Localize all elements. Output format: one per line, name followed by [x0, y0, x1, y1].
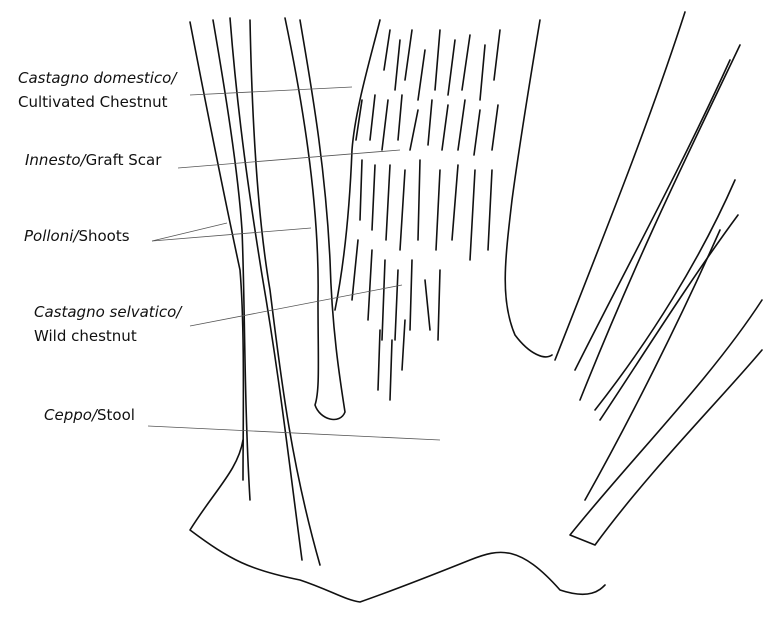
label-graft-scar: Innesto/Graft Scar — [25, 148, 161, 172]
leader-shoots-a — [151, 222, 228, 242]
shoot-2b — [249, 19, 321, 566]
label-graft-italian: Innesto/ — [25, 151, 86, 169]
trunk-left — [334, 19, 381, 311]
shoot-right-3b — [584, 229, 721, 501]
shoot-right-3 — [569, 299, 763, 546]
shoot-2 — [229, 17, 303, 561]
bark — [351, 29, 501, 401]
label-graft-english: Graft Scar — [85, 151, 162, 169]
stool-outline — [189, 439, 606, 603]
leader-graft — [177, 149, 401, 169]
shoot-1 — [189, 21, 245, 481]
label-stool: Ceppo/Stool — [44, 403, 135, 427]
sketch — [189, 11, 763, 603]
shoot-right-1c — [574, 59, 731, 371]
leader-cultivated — [189, 86, 353, 96]
label-wild-italian: Castagno selvatico/ — [34, 303, 182, 321]
label-shoots-english: Shoots — [78, 227, 130, 245]
leader-wild — [189, 284, 403, 327]
shoot-right-2b — [599, 214, 739, 421]
leader-stool — [147, 425, 441, 441]
shoot-right-1 — [554, 11, 686, 361]
label-cultivated-chestnut: Castagno domestico/ Cultivated Chestnut — [18, 66, 176, 114]
label-stool-italian: Ceppo/ — [44, 406, 97, 424]
trunk-right — [504, 19, 553, 358]
label-cultivated-italian: Castagno domestico/ — [18, 69, 177, 87]
label-wild-english: Wild chestnut — [34, 327, 137, 345]
shoot-right-2 — [594, 179, 736, 411]
label-stool-english: Stool — [96, 406, 135, 424]
label-wild-chestnut: Castagno selvatico/ Wild chestnut — [34, 300, 181, 348]
label-cultivated-english: Cultivated Chestnut — [18, 93, 168, 111]
shoot-1b — [212, 19, 251, 501]
shoot-right-1b — [579, 44, 741, 401]
label-shoots: Polloni/Shoots — [24, 224, 130, 248]
leader-lines — [147, 86, 441, 441]
shoot-3 — [284, 17, 346, 421]
leader-shoots-b — [151, 227, 312, 242]
label-shoots-italian: Polloni/ — [24, 227, 79, 245]
